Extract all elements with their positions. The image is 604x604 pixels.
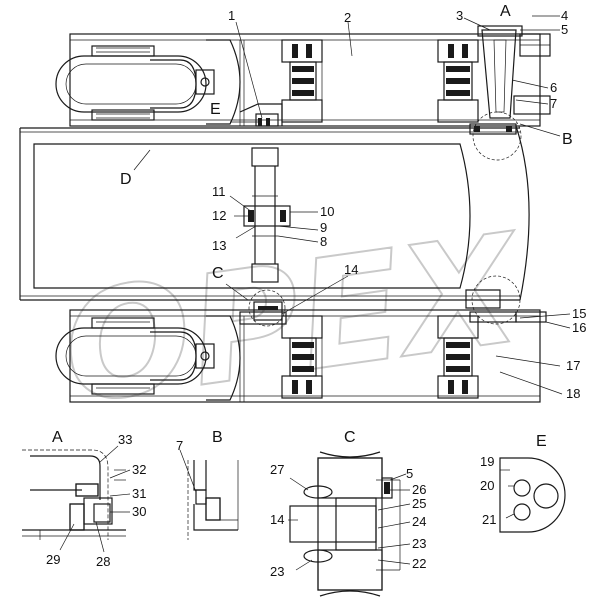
detail-label-c: C (344, 429, 356, 446)
view-label-b: B (562, 131, 573, 148)
callout-7b: 7 (176, 438, 183, 453)
callout-29: 29 (46, 552, 60, 567)
callout-14b: 14 (270, 512, 284, 527)
callout-2: 2 (344, 10, 351, 25)
callout-23b: 23 (270, 564, 284, 579)
detail-a (22, 445, 131, 553)
callout-31: 31 (132, 486, 146, 501)
callout-21: 21 (482, 512, 496, 527)
callout-32: 32 (132, 462, 146, 477)
callout-25: 25 (412, 496, 426, 511)
callout-33: 33 (118, 432, 132, 447)
callout-22: 22 (412, 556, 426, 571)
bottom-assembly (55, 309, 547, 403)
detail-label-a: A (52, 429, 63, 446)
detail-e (499, 457, 566, 533)
callout-16: 16 (572, 320, 586, 335)
leader-lines (133, 15, 571, 395)
callout-28: 28 (96, 554, 110, 569)
view-label-e: E (210, 101, 221, 118)
top-assembly (55, 25, 551, 301)
view-label-d: D (120, 171, 132, 188)
callout-5: 5 (561, 22, 568, 37)
callout-10: 10 (320, 204, 334, 219)
callout-27: 27 (270, 462, 284, 477)
callout-14: 14 (344, 262, 358, 277)
detail-label-e: E (536, 433, 547, 450)
callout-1: 1 (228, 8, 235, 23)
detail-c (288, 451, 411, 597)
callout-4: 4 (561, 8, 568, 23)
view-label-a: A (500, 3, 511, 20)
detail-label-b: B (212, 429, 223, 446)
view-label-c: C (212, 265, 224, 282)
callout-6: 6 (550, 80, 557, 95)
callout-19: 19 (480, 454, 494, 469)
callout-18: 18 (566, 386, 580, 401)
callout-15: 15 (572, 306, 586, 321)
callout-3: 3 (456, 8, 463, 23)
callout-5b: 5 (406, 466, 413, 481)
callout-12: 12 (212, 208, 226, 223)
callout-20: 20 (480, 478, 494, 493)
callout-30: 30 (132, 504, 146, 519)
callout-11: 11 (212, 184, 226, 199)
callout-8: 8 (320, 234, 327, 249)
callout-17: 17 (566, 358, 580, 373)
callout-13: 13 (212, 238, 226, 253)
callout-9: 9 (320, 220, 327, 235)
callout-7: 7 (550, 96, 557, 111)
callout-23a: 23 (412, 536, 426, 551)
detail-b (179, 449, 239, 540)
center-frame (19, 127, 521, 327)
labels: 1 2 3 A 4 5 6 7 E B D 11 12 13 10 9 8 C … (46, 3, 586, 579)
callout-26: 26 (412, 482, 426, 497)
watermark: OPEX (53, 202, 535, 439)
callout-24: 24 (412, 514, 426, 529)
